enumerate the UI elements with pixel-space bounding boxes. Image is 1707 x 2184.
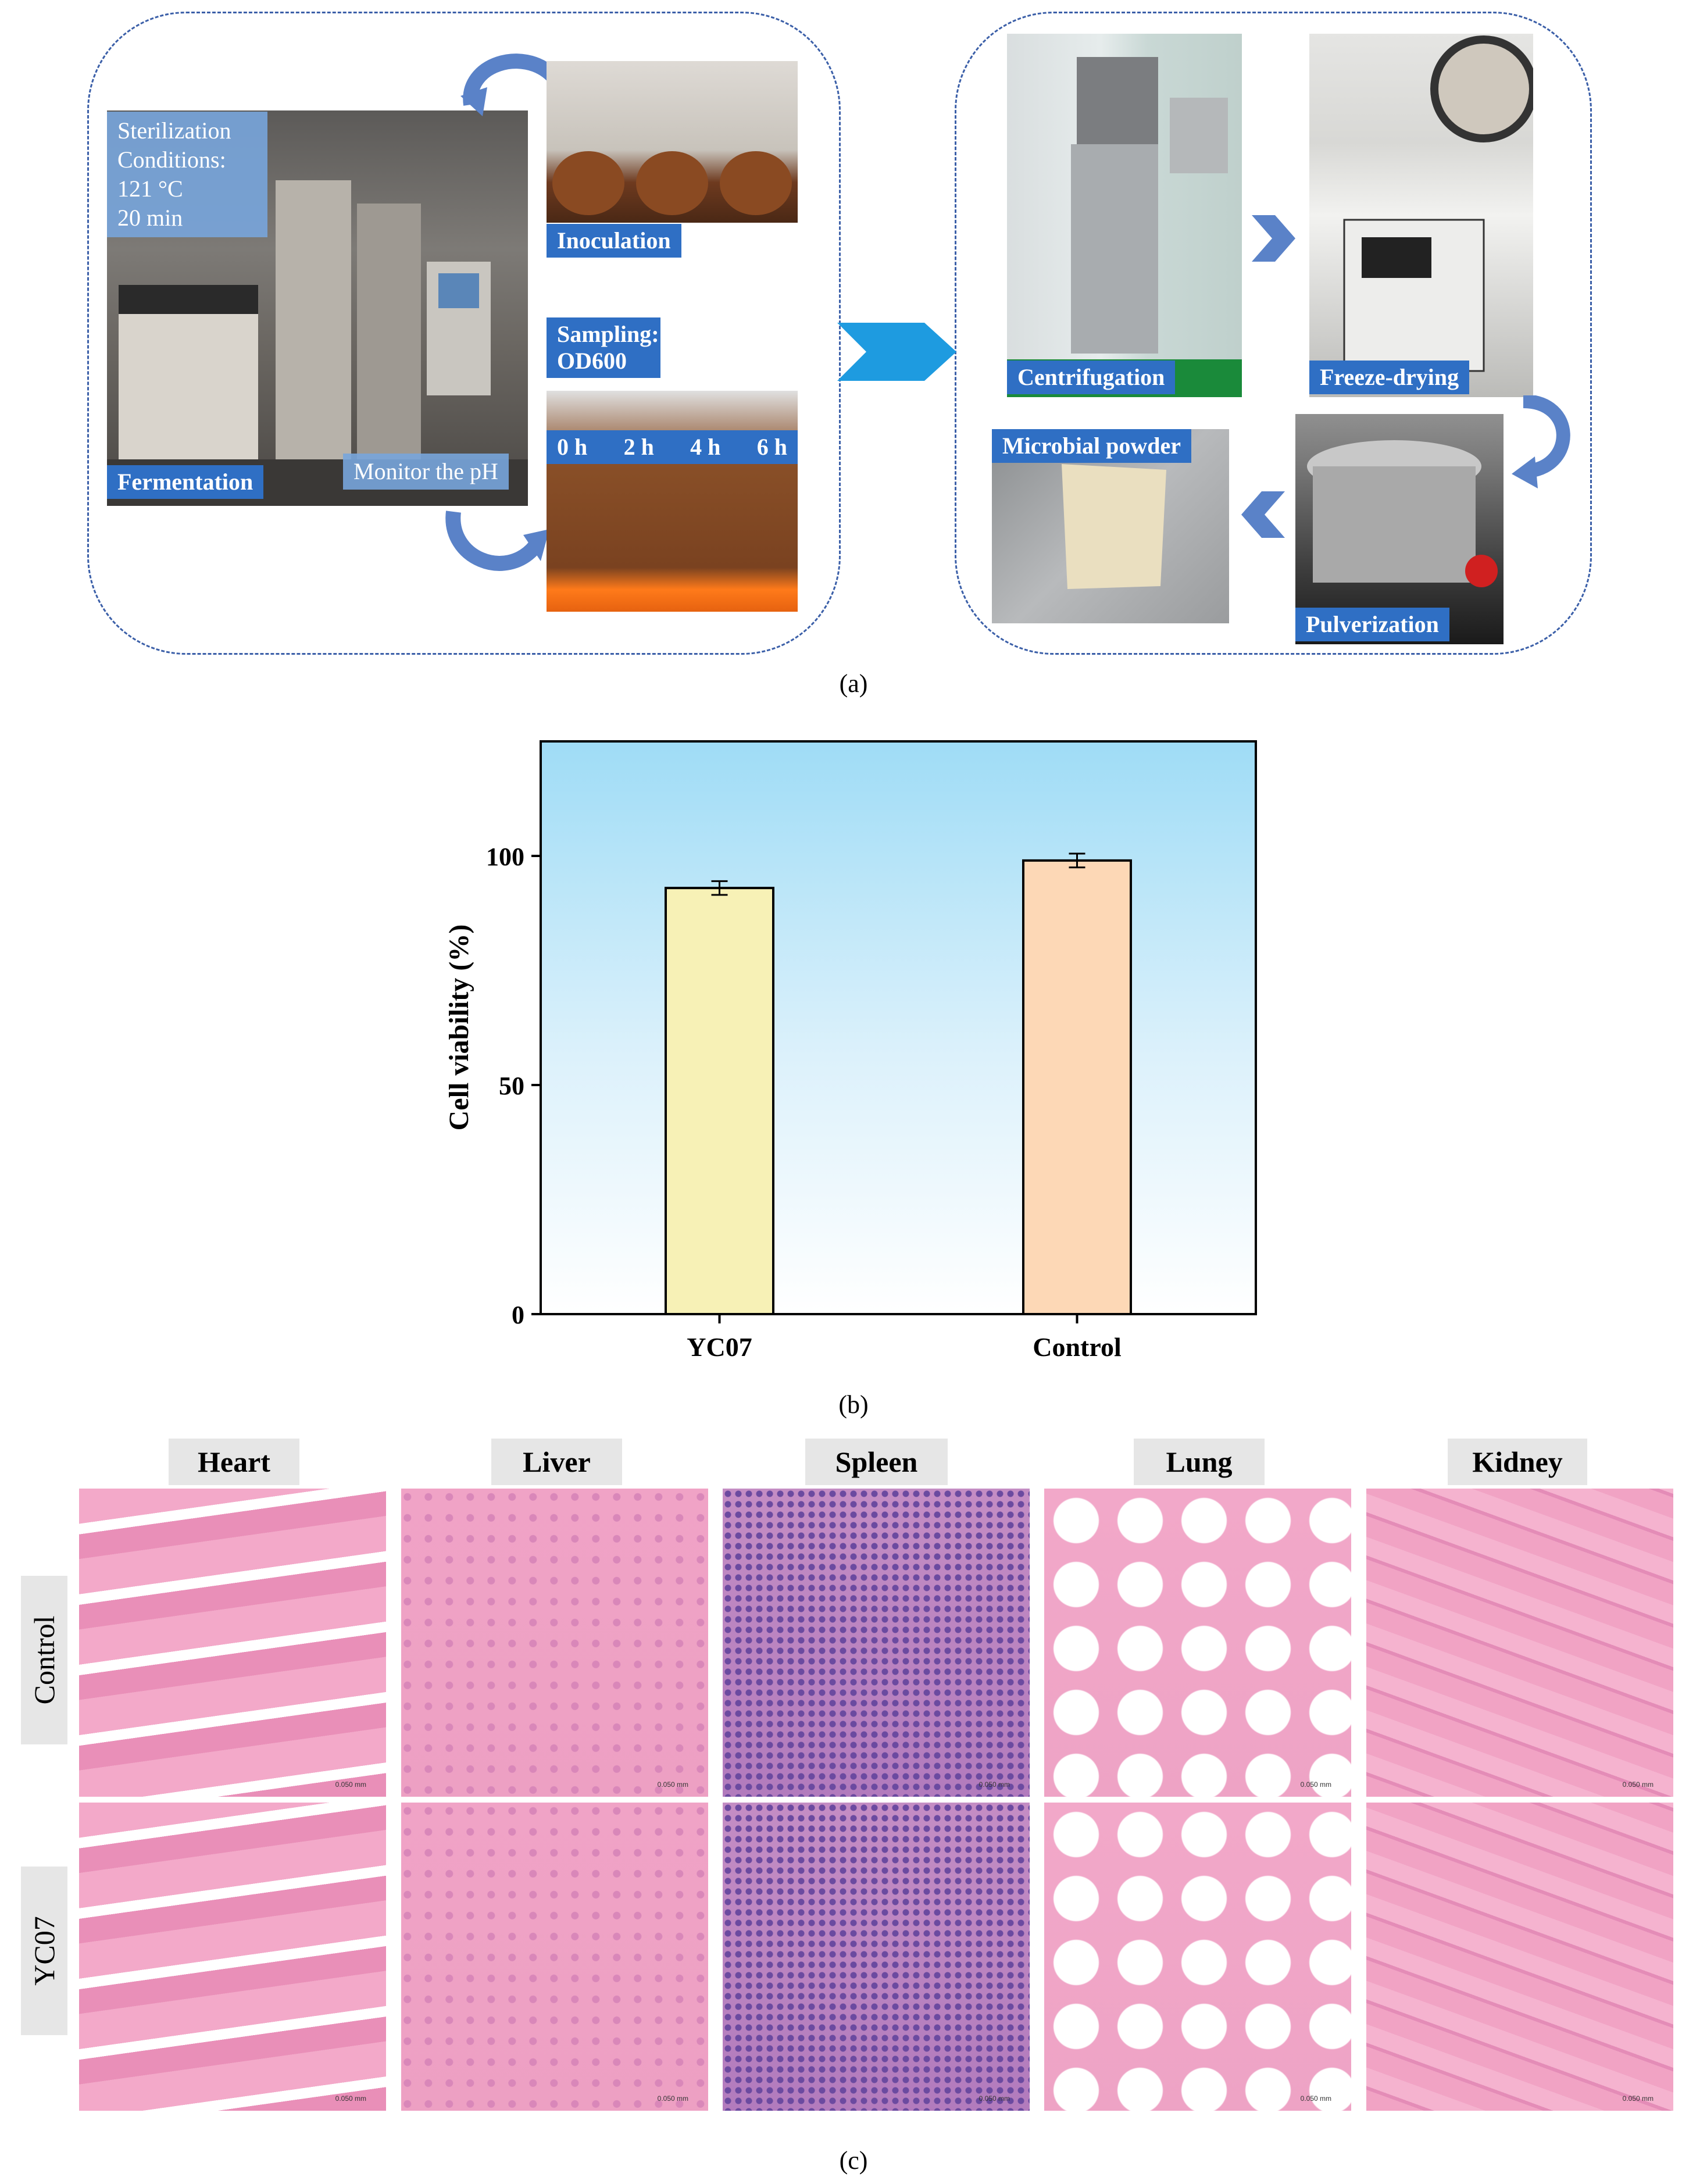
organ-heading-liver: Liver xyxy=(491,1439,622,1485)
panel-a-left-box xyxy=(87,12,841,655)
chevron-right-icon-1 xyxy=(1252,215,1295,262)
scale-bar: 0.050 mm xyxy=(1300,1780,1331,1789)
row-label-control: Control xyxy=(21,1576,67,1744)
scale-bar: 0.050 mm xyxy=(1622,2094,1654,2103)
x-tick-label: YC07 xyxy=(687,1332,752,1362)
time-labels: 0 h 2 h 4 h 6 h xyxy=(547,430,798,464)
curved-arrow-top-icon xyxy=(460,53,558,116)
tissue-spleen-control: 0.050 mm xyxy=(723,1489,1030,1797)
centrifugation-label: Centrifugation xyxy=(1007,361,1176,394)
freeze-dryer-photo xyxy=(1309,34,1533,397)
tissue-lung-yc07: 0.050 mm xyxy=(1044,1803,1351,2111)
tissue-lung-control: 0.050 mm xyxy=(1044,1489,1351,1797)
plot-area xyxy=(540,740,1257,1315)
panel-c-caption: (c) xyxy=(839,2146,868,2175)
bar-control xyxy=(1022,859,1132,1315)
sampling-label: Sampling: OD600 xyxy=(547,317,660,378)
tissue-liver-yc07: 0.050 mm xyxy=(401,1803,708,2111)
scale-bar: 0.050 mm xyxy=(979,1780,1010,1789)
y-tick-label: 0 xyxy=(512,1301,524,1329)
tissue-kidney-yc07: 0.050 mm xyxy=(1366,1803,1673,2111)
x-tick-label: Control xyxy=(1033,1332,1122,1362)
sterilization-label: Sterilization Conditions: 121 °C 20 min xyxy=(107,112,267,237)
scale-bar: 0.050 mm xyxy=(657,2094,688,2103)
freeze-drying-label: Freeze-drying xyxy=(1309,361,1470,394)
scale-bar: 0.050 mm xyxy=(335,2094,366,2103)
big-right-arrow-icon xyxy=(837,323,956,381)
curved-arrow-bottom-icon xyxy=(445,511,549,571)
panel-a-caption: (a) xyxy=(839,669,868,698)
bar-yc07 xyxy=(665,887,774,1316)
centrifuge-photo xyxy=(1007,34,1242,397)
row-label-yc07: YC07 xyxy=(21,1867,67,2035)
panel-b-caption: (b) xyxy=(838,1390,869,1419)
organ-heading-lung: Lung xyxy=(1134,1439,1265,1485)
inoculation-photo xyxy=(547,61,798,223)
monitor-ph-label: Monitor the pH xyxy=(343,454,509,490)
sampling-tubes-photo xyxy=(547,391,798,612)
scale-bar: 0.050 mm xyxy=(1622,1780,1654,1789)
curved-arrow-right-icon xyxy=(1512,395,1570,488)
time-6h: 6 h xyxy=(756,434,787,460)
tissue-kidney-control: 0.050 mm xyxy=(1366,1489,1673,1797)
scale-bar: 0.050 mm xyxy=(1300,2094,1331,2103)
y-tick-label: 50 xyxy=(499,1072,524,1100)
inoculation-label: Inoculation xyxy=(547,224,681,258)
scale-bar: 0.050 mm xyxy=(657,1780,688,1789)
time-0h: 0 h xyxy=(557,434,588,460)
chevron-left-icon xyxy=(1241,491,1285,538)
pulverization-label: Pulverization xyxy=(1295,608,1449,641)
tissue-heart-control: 0.050 mm xyxy=(79,1489,386,1797)
organ-heading-spleen: Spleen xyxy=(805,1439,948,1485)
time-4h: 4 h xyxy=(690,434,721,460)
tissue-spleen-yc07: 0.050 mm xyxy=(723,1803,1030,2111)
microbial-powder-label: Microbial powder xyxy=(992,429,1192,463)
fermentation-label: Fermentation xyxy=(107,465,264,499)
scale-bar: 0.050 mm xyxy=(979,2094,1010,2103)
tissue-liver-control: 0.050 mm xyxy=(401,1489,708,1797)
time-2h: 2 h xyxy=(623,434,654,460)
y-tick-label: 100 xyxy=(486,843,524,871)
organ-heading-kidney: Kidney xyxy=(1448,1439,1587,1485)
scale-bar: 0.050 mm xyxy=(335,1780,366,1789)
y-axis-label: Cell viability (%) xyxy=(444,925,474,1131)
tissue-heart-yc07: 0.050 mm xyxy=(79,1803,386,2111)
organ-heading-heart: Heart xyxy=(169,1439,299,1485)
pulverizer-photo xyxy=(1295,414,1504,644)
panel-a-right-box xyxy=(955,12,1592,655)
